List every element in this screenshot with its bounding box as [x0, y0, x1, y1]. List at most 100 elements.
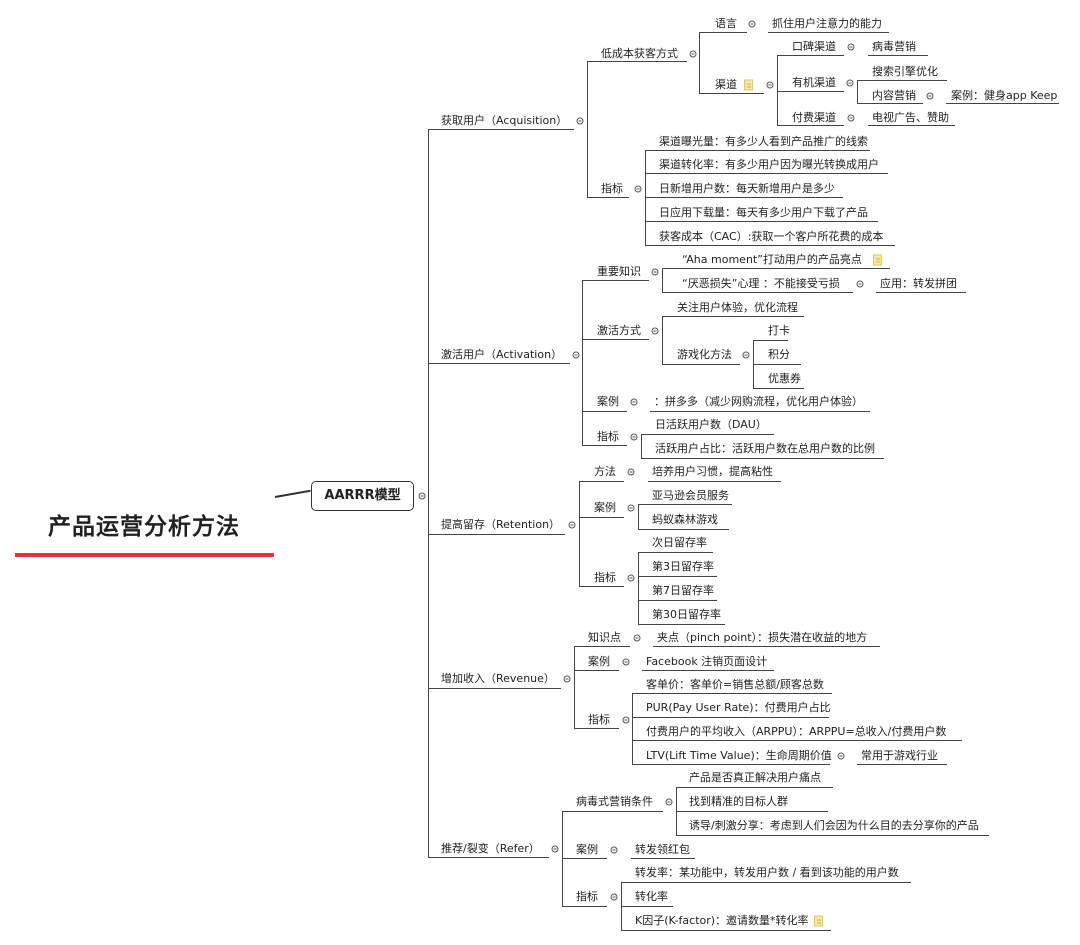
node-acquisition-metrics[interactable]: 指标	[601, 182, 623, 195]
collapse-icon[interactable]	[665, 798, 673, 806]
collapse-icon[interactable]	[610, 893, 618, 901]
collapse-icon[interactable]	[689, 50, 697, 58]
metric-item[interactable]: 活跃用户占比：活跃用户数在总用户数的比例	[655, 442, 875, 455]
branch-activation[interactable]: 激活用户（Activation）	[441, 348, 563, 361]
node-revenue-knowledge[interactable]: 知识点	[588, 631, 621, 644]
collapse-icon[interactable]	[610, 846, 618, 854]
node-viral-marketing[interactable]: 病毒营销	[872, 40, 916, 53]
collapse-icon[interactable]	[856, 280, 864, 288]
collapse-icon[interactable]	[837, 752, 845, 760]
collapse-icon[interactable]	[651, 268, 659, 276]
collapse-icon[interactable]	[630, 433, 638, 441]
metric-item[interactable]: 渠道转化率：有多少用户因为曝光转换成用户	[659, 158, 879, 171]
collapse-icon[interactable]	[568, 521, 576, 529]
collapse-icon[interactable]	[630, 398, 638, 406]
node-viral-conditions[interactable]: 病毒式营销条件	[576, 795, 653, 808]
note-icon[interactable]	[744, 79, 753, 91]
collapse-icon[interactable]	[748, 20, 756, 28]
node-word-of-mouth-channel[interactable]: 口碑渠道	[792, 40, 836, 53]
node-language-detail[interactable]: 抓住用户注意力的能力	[772, 17, 882, 30]
node-low-cost-acquisition[interactable]: 低成本获客方式	[601, 47, 678, 60]
node-activation-metrics[interactable]: 指标	[597, 430, 619, 443]
node-language[interactable]: 语言	[715, 17, 737, 30]
branch-acquisition[interactable]: 获取用户（Acquisition）	[441, 114, 568, 127]
node-revenue-case-detail[interactable]: Facebook 注销页面设计	[646, 655, 768, 668]
collapse-icon[interactable]	[563, 675, 571, 683]
collapse-icon[interactable]	[576, 117, 584, 125]
collapse-icon[interactable]	[846, 79, 854, 87]
node-refer-metrics[interactable]: 指标	[576, 890, 598, 903]
refer-metric-item[interactable]: 转发率：某功能中，转发用户数 / 看到该功能的用户数	[635, 866, 899, 879]
retention-case-item[interactable]: 蚂蚁森林游戏	[652, 513, 718, 526]
collapse-icon[interactable]	[766, 81, 774, 89]
revenue-metric-item[interactable]: LTV(Lift Time Value)：生命周期价值	[646, 749, 832, 762]
branch-retention[interactable]: 提高留存（Retention）	[441, 518, 561, 531]
collapse-icon[interactable]	[551, 845, 559, 853]
gamify-item[interactable]: 积分	[768, 348, 790, 361]
node-revenue-metrics[interactable]: 指标	[588, 713, 610, 726]
gamify-item[interactable]: 打卡	[768, 324, 790, 337]
node-user-experience[interactable]: 关注用户体验，优化流程	[677, 301, 798, 314]
revenue-metric-item[interactable]: 付费用户的平均收入（ARPPU）：ARPPU=总收入/付费用户数	[646, 725, 947, 738]
node-key-knowledge[interactable]: 重要知识	[597, 265, 641, 278]
metric-item[interactable]: 渠道曝光量：有多少人看到产品推广的线索	[659, 135, 868, 148]
metric-item[interactable]: 日活跃用户数（DAU）	[655, 418, 767, 431]
revenue-metric-item[interactable]: 客单价：客单价=销售总额/顾客总数	[646, 678, 824, 691]
collapse-icon[interactable]	[651, 327, 659, 335]
collapse-icon[interactable]	[627, 468, 635, 476]
collapse-icon[interactable]	[622, 658, 630, 666]
node-paid-channel[interactable]: 付费渠道	[792, 111, 836, 124]
collapse-icon[interactable]	[627, 574, 635, 582]
collapse-icon[interactable]	[418, 492, 426, 500]
collapse-icon[interactable]	[572, 351, 580, 359]
node-retention-metrics[interactable]: 指标	[594, 571, 616, 584]
note-icon[interactable]	[873, 254, 882, 266]
collapse-icon[interactable]	[622, 716, 630, 724]
retention-metric-item[interactable]: 第3日留存率	[652, 560, 714, 573]
node-loss-aversion[interactable]: “厌恶损失”心理 ：不能接受亏损	[682, 277, 840, 290]
revenue-metric-item[interactable]: PUR(Pay User Rate)：付费用户占比	[646, 701, 831, 714]
node-content-case[interactable]: 案例：健身app Keep	[951, 89, 1058, 102]
gamify-item[interactable]: 优惠券	[768, 372, 801, 385]
root-node[interactable]: AARRR模型	[311, 481, 414, 511]
collapse-icon[interactable]	[633, 634, 641, 642]
node-paid-detail[interactable]: 电视广告、赞助	[872, 111, 949, 124]
node-activation-case-detail[interactable]: ：拼多多（减少网购流程，优化用户体验）	[654, 395, 863, 408]
retention-metric-item[interactable]: 第30日留存率	[652, 608, 721, 621]
collapse-icon[interactable]	[634, 185, 642, 193]
node-ltv-note[interactable]: 常用于游戏行业	[861, 749, 938, 762]
node-aha-moment[interactable]: “Aha moment”打动用户的产品亮点	[682, 253, 862, 266]
node-loss-application[interactable]: 应用：转发拼团	[880, 277, 957, 290]
node-activation-case[interactable]: 案例	[597, 395, 619, 408]
node-refer-case-detail[interactable]: 转发领红包	[635, 843, 690, 856]
node-activation-methods[interactable]: 激活方式	[597, 324, 641, 337]
collapse-icon[interactable]	[742, 351, 750, 359]
metric-item[interactable]: 获客成本（CAC）:获取一个客户所花费的成本	[659, 230, 884, 243]
node-organic-channel[interactable]: 有机渠道	[792, 76, 836, 89]
note-icon[interactable]	[814, 915, 823, 927]
viral-condition-item[interactable]: 找到精准的目标人群	[689, 795, 788, 808]
refer-metric-item[interactable]: K因子(K-factor)：邀请数量*转化率	[635, 914, 809, 927]
collapse-icon[interactable]	[847, 114, 855, 122]
metric-item[interactable]: 日应用下载量：每天有多少用户下载了产品	[659, 206, 868, 219]
node-refer-case[interactable]: 案例	[576, 843, 598, 856]
node-retention-method[interactable]: 方法	[594, 465, 616, 478]
node-retention-method-detail[interactable]: 培养用户习惯，提高粘性	[652, 465, 773, 478]
refer-metric-item[interactable]: 转化率	[635, 890, 668, 903]
viral-condition-item[interactable]: 产品是否真正解决用户痛点	[689, 771, 821, 784]
retention-metric-item[interactable]: 第7日留存率	[652, 584, 714, 597]
viral-condition-item[interactable]: 诱导/刺激分享：考虑到人们会因为什么目的去分享你的产品	[689, 819, 979, 832]
node-seo[interactable]: 搜索引擎优化	[872, 65, 938, 78]
retention-case-item[interactable]: 亚马逊会员服务	[652, 489, 729, 502]
metric-item[interactable]: 日新增用户数：每天新增用户是多少	[659, 182, 835, 195]
retention-metric-item[interactable]: 次日留存率	[652, 536, 707, 549]
branch-revenue[interactable]: 增加收入（Revenue）	[441, 672, 555, 685]
node-channel[interactable]: 渠道	[715, 78, 737, 91]
branch-refer[interactable]: 推荐/裂变（Refer）	[441, 842, 540, 855]
collapse-icon[interactable]	[926, 92, 934, 100]
node-retention-case[interactable]: 案例	[594, 501, 616, 514]
collapse-icon[interactable]	[847, 43, 855, 51]
collapse-icon[interactable]	[627, 504, 635, 512]
node-content-marketing[interactable]: 内容营销	[872, 89, 916, 102]
node-pinch-point[interactable]: 夹点（pinch point）：损失潜在收益的地方	[657, 631, 868, 644]
